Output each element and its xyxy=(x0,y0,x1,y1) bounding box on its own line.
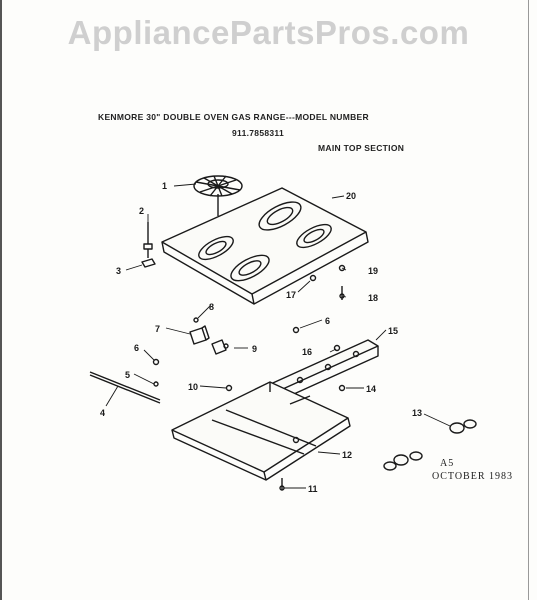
callout-4: 4 xyxy=(100,408,105,418)
leader-lines xyxy=(105,183,451,489)
callout-14: 14 xyxy=(366,384,376,394)
callout-17: 17 xyxy=(286,290,296,300)
callout-8: 8 xyxy=(209,302,214,312)
callout-10: 10 xyxy=(188,382,198,392)
top-fasteners-right xyxy=(309,264,346,300)
burner-brackets xyxy=(189,317,229,355)
callout-6-left: 6 xyxy=(134,343,139,353)
model-number: 911.7858311 xyxy=(232,128,284,138)
callout-6-mid: 6 xyxy=(325,316,330,326)
callout-13: 13 xyxy=(412,408,422,418)
control-knobs xyxy=(383,419,477,471)
rod-and-screws-left xyxy=(89,358,161,404)
burner-box-pan xyxy=(171,381,351,481)
callout-19: 19 xyxy=(368,266,378,276)
screw-10 xyxy=(225,384,233,392)
footer-date: OCTOBER 1983 xyxy=(432,471,513,482)
callout-12: 12 xyxy=(342,450,352,460)
callout-5: 5 xyxy=(125,370,130,380)
diagram-title: KENMORE 30" DOUBLE OVEN GAS RANGE---MODE… xyxy=(98,112,369,122)
screw-and-clip-left xyxy=(141,222,156,268)
burner-grate-part xyxy=(193,175,243,216)
footer-code: A5 xyxy=(440,458,455,469)
callout-7: 7 xyxy=(155,324,160,334)
watermark-text: AppliancePartsPros.com xyxy=(67,14,470,51)
callout-20: 20 xyxy=(346,191,356,201)
scan-edge-right xyxy=(528,0,529,600)
callout-18: 18 xyxy=(368,293,378,303)
screw-11 xyxy=(279,478,285,491)
callout-1: 1 xyxy=(162,181,167,191)
section-title: MAIN TOP SECTION xyxy=(318,143,405,153)
callout-15: 15 xyxy=(388,326,398,336)
callout-11: 11 xyxy=(308,484,318,494)
bar-fasteners xyxy=(292,326,346,392)
cooktop-main-top xyxy=(161,187,369,305)
callout-2: 2 xyxy=(139,206,144,216)
scan-edge-left xyxy=(0,0,2,600)
callout-3: 3 xyxy=(116,266,121,276)
callout-9: 9 xyxy=(252,344,257,354)
callout-16: 16 xyxy=(302,347,312,357)
